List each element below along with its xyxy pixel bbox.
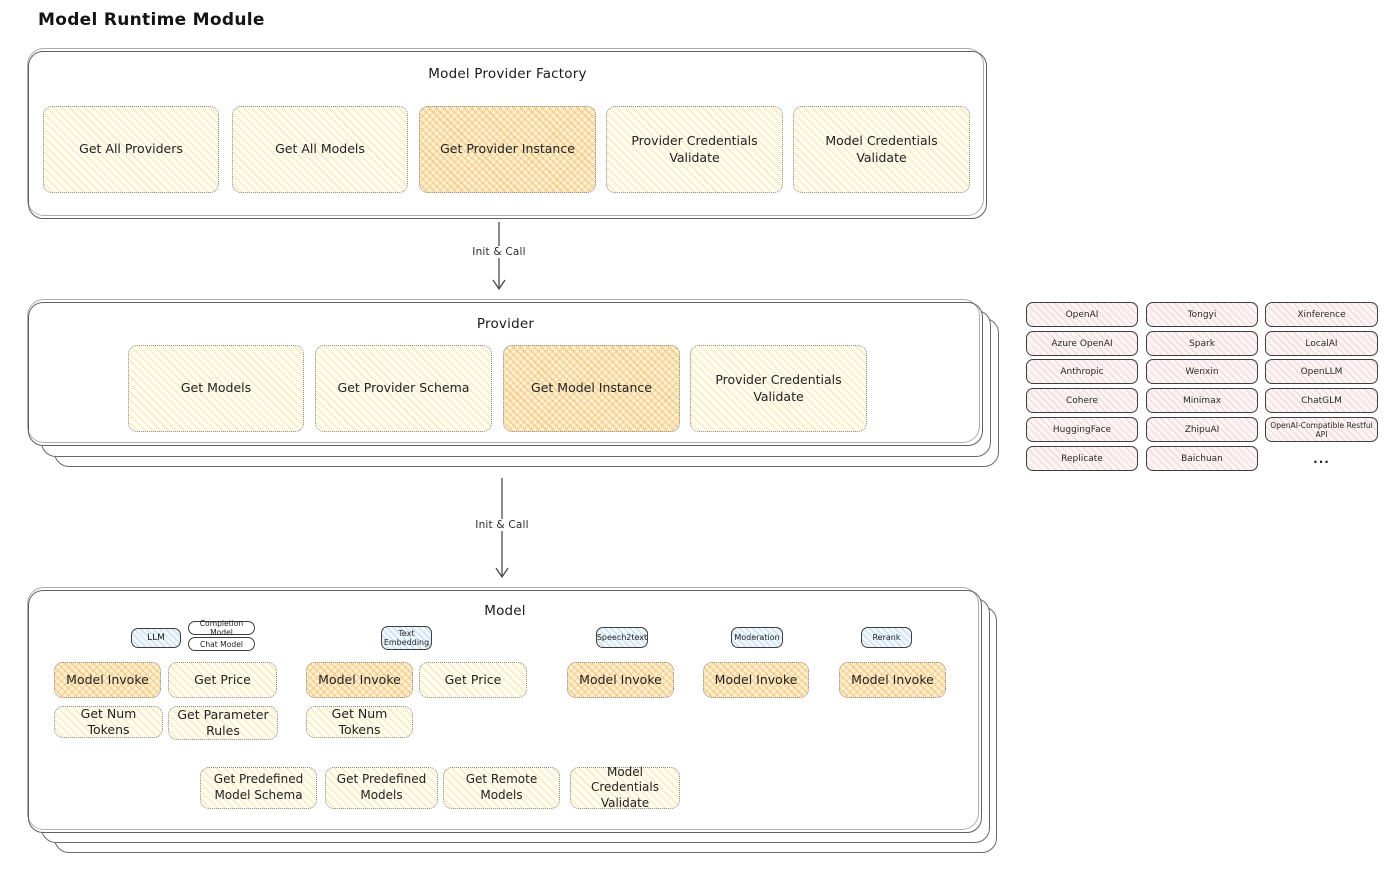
method-get-provider-schema: Get Provider Schema (315, 345, 492, 432)
method-get-predefined-model-schema: Get Predefined Model Schema (200, 767, 317, 809)
method-moderation-model-invoke: Model Invoke (703, 662, 809, 698)
model-title: Model (484, 603, 526, 619)
method-model-credentials-validate: Model Credentials Validate (793, 106, 970, 193)
method-llm-get-price: Get Price (168, 662, 277, 698)
provider-chip-xinference: Xinference (1265, 302, 1378, 327)
provider-title: Provider (476, 316, 535, 332)
provider-chip-minimax: Minimax (1146, 388, 1258, 413)
method-get-model-instance: Get Model Instance (503, 345, 680, 432)
provider-chip-tongyi: Tongyi (1146, 302, 1258, 327)
provider-chip-openai-compatible-restful-api: OpenAI-Compatible Restful API (1265, 417, 1378, 442)
provider-chip-wenxin: Wenxin (1146, 359, 1258, 384)
method-llm-get-parameter-rules: Get Parameter Rules (168, 706, 278, 740)
method-rerank-model-invoke: Model Invoke (839, 662, 946, 698)
method-get-all-providers: Get All Providers (43, 106, 219, 193)
provider-chip-baichuan: Baichuan (1146, 446, 1258, 471)
method-speech2text-model-invoke: Model Invoke (567, 662, 674, 698)
edge-label-init-call-2: Init & Call (471, 519, 533, 531)
method-get-models: Get Models (128, 345, 304, 432)
tab-completion-model: Completion Model (188, 619, 255, 637)
provider-chip-huggingface: HuggingFace (1026, 417, 1138, 442)
tab-speech2text: Speech2text (596, 627, 648, 648)
method-text-embedding-model-invoke: Model Invoke (306, 662, 413, 698)
provider-chip-localai: LocalAI (1265, 331, 1378, 356)
tab-text-embedding: Text Embedding (381, 626, 432, 650)
method-get-predefined-models: Get Predefined Models (325, 767, 438, 809)
tab-chat-model: Chat Model (188, 637, 255, 651)
method-text-embedding-get-num-tokens: Get Num Tokens (306, 706, 413, 738)
provider-chip-more: ... (1313, 451, 1330, 466)
method-llm-model-invoke: Model Invoke (54, 662, 161, 698)
provider-chip-openai: OpenAI (1026, 302, 1138, 327)
method-text-embedding-get-price: Get Price (419, 662, 527, 698)
method-model-credentials-validate-2: Model Credentials Validate (570, 765, 680, 810)
provider-chip-anthropic: Anthropic (1026, 359, 1138, 384)
provider-chip-zhipuai: ZhipuAI (1146, 417, 1258, 442)
method-provider-credentials-validate: Provider Credentials Validate (606, 106, 783, 193)
diagram-title: Model Runtime Module (38, 10, 265, 30)
tab-rerank: Rerank (861, 627, 912, 648)
method-get-remote-models: Get Remote Models (443, 767, 560, 809)
method-provider-credentials-validate-2: Provider Credentials Validate (690, 345, 867, 432)
tab-llm: LLM (131, 628, 181, 648)
provider-chip-cohere: Cohere (1026, 388, 1138, 413)
provider-chip-chatglm: ChatGLM (1265, 388, 1378, 413)
method-get-provider-instance: Get Provider Instance (419, 106, 596, 193)
provider-chip-openllm: OpenLLM (1265, 359, 1378, 384)
method-llm-get-num-tokens: Get Num Tokens (54, 706, 163, 738)
edge-label-init-call-1: Init & Call (468, 246, 530, 258)
provider-chip-spark: Spark (1146, 331, 1258, 356)
provider-chip-azure-openai: Azure OpenAI (1026, 331, 1138, 356)
provider-chip-replicate: Replicate (1026, 446, 1138, 471)
tab-moderation: Moderation (731, 627, 783, 648)
method-get-all-models: Get All Models (232, 106, 408, 193)
factory-title: Model Provider Factory (428, 66, 587, 82)
